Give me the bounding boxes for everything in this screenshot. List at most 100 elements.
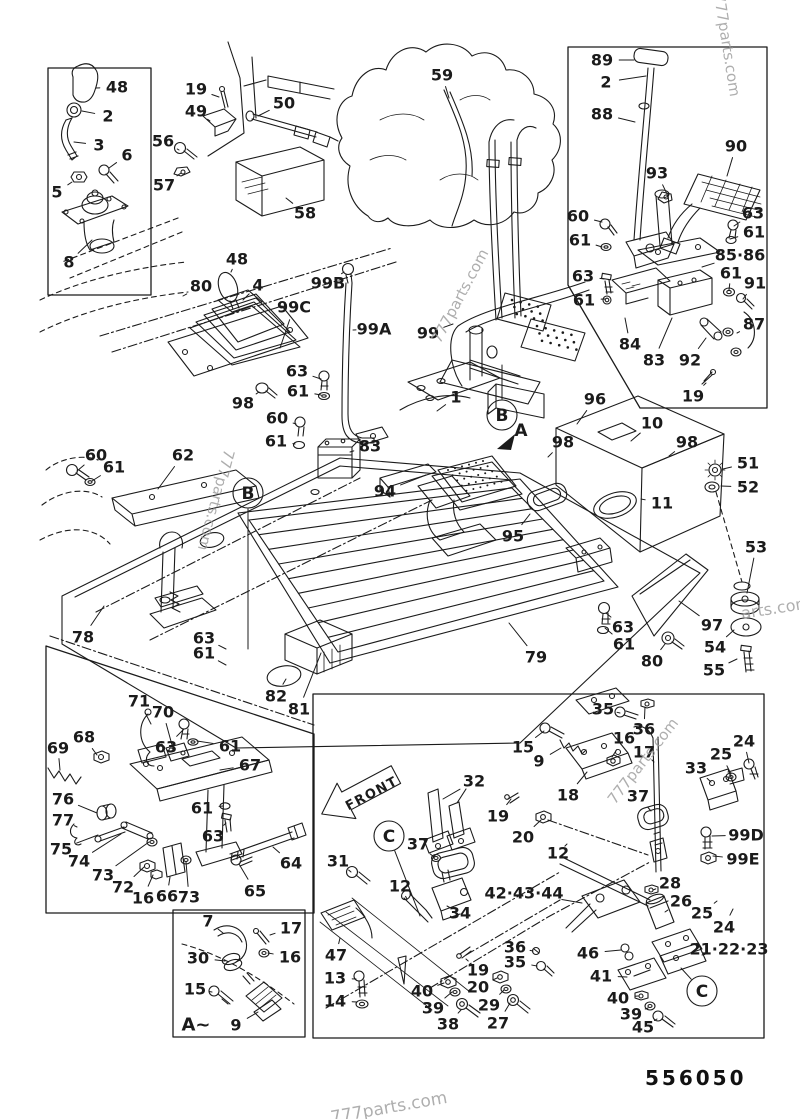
callout-label: 61 — [265, 432, 287, 451]
floor-slat — [288, 528, 554, 580]
callout-label: 42·43·44 — [485, 884, 564, 903]
leader-line — [147, 874, 154, 887]
leader-line — [576, 410, 588, 425]
leader-line — [272, 846, 281, 854]
watermark-text: 777parts.com — [329, 1088, 449, 1119]
callout-label: 60 — [567, 207, 589, 226]
leader-line — [242, 293, 250, 301]
callout-label: 33 — [685, 759, 707, 778]
leader-line — [196, 740, 214, 744]
tread-dot — [510, 298, 514, 302]
valve-detail-drawing — [181, 925, 295, 1022]
tread-dot — [572, 340, 576, 344]
tread-dot — [456, 479, 459, 482]
leader-line — [576, 771, 588, 785]
leader-line — [219, 767, 234, 771]
control-linkage-detail-drawing — [319, 687, 759, 1028]
callout-label: 55 — [703, 661, 725, 680]
callout-label: 40 — [607, 989, 629, 1008]
callout-label: 84 — [619, 335, 641, 354]
callout-label: 99A — [357, 320, 392, 339]
tread-dot — [538, 312, 542, 315]
callout-label: 2 — [600, 73, 611, 92]
callout-label: 9 — [230, 1016, 241, 1035]
callout-label: 62 — [172, 446, 194, 465]
leader-line — [182, 293, 188, 297]
leader-line — [616, 711, 621, 714]
detail-box — [47, 67, 152, 296]
leader-line — [725, 629, 735, 638]
grip-detail-drawing — [60, 63, 129, 254]
leader-line — [662, 184, 668, 195]
leader-line — [729, 236, 739, 240]
leader-line — [292, 422, 297, 425]
tread-dot — [488, 477, 491, 480]
callout-label: 46 — [577, 944, 599, 963]
callout-label: 63 — [193, 629, 215, 648]
callout-label: 59 — [431, 66, 453, 85]
leader-line — [405, 895, 408, 900]
floor-slat — [278, 518, 544, 565]
callout-label: 29 — [478, 996, 500, 1015]
callout-label: 24 — [713, 918, 735, 937]
callout-label: 53 — [745, 538, 767, 557]
callout-label: 45 — [632, 1018, 654, 1037]
callout-label: 92 — [679, 351, 701, 370]
callout-label: 94 — [374, 482, 396, 501]
leader-line — [651, 759, 655, 763]
callout-label: 19 — [467, 961, 489, 980]
callout-label: 98 — [232, 394, 254, 413]
callout-label: 15 — [512, 738, 534, 757]
leader-line — [211, 94, 220, 98]
callout-label: 67 — [239, 756, 261, 775]
leader-line — [599, 277, 605, 280]
watermark-text: arts.com — [740, 593, 800, 623]
annotation-a: A — [514, 421, 528, 441]
callout-label: 99D — [728, 826, 764, 845]
tread-dot — [475, 461, 477, 464]
floor-slat — [307, 549, 574, 609]
floor-slat — [258, 497, 523, 536]
leader-line — [697, 337, 707, 349]
callout-label: 88 — [591, 105, 613, 124]
callout-label: 63 — [742, 204, 764, 223]
leader-line — [726, 765, 732, 775]
callout-label: 17 — [280, 919, 302, 938]
callout-label: 64 — [280, 854, 302, 873]
tread-dot — [544, 326, 547, 330]
callout-label: 97 — [701, 616, 723, 635]
tread-dot — [472, 488, 475, 490]
leader-line — [701, 953, 706, 956]
tread-dot — [479, 486, 482, 489]
floor-slat — [317, 559, 585, 624]
view-marker-circle — [373, 820, 405, 852]
leader-line — [230, 268, 233, 273]
leader-line — [144, 712, 152, 725]
callout-label: 63 — [572, 267, 594, 286]
tread-dot — [532, 317, 536, 320]
callout-label: 83 — [643, 351, 665, 370]
leader-line — [176, 728, 185, 737]
callout-label: 61 — [573, 291, 595, 310]
leader-line — [728, 658, 738, 664]
callout-label: 57 — [153, 176, 175, 195]
callout-label: 66 — [156, 887, 178, 906]
callout-label: 70 — [152, 703, 174, 722]
tread-dot — [495, 475, 498, 478]
leader-line — [73, 141, 87, 144]
tread-dot — [519, 300, 522, 304]
callout-label: 20 — [512, 828, 534, 847]
leader-line — [314, 393, 322, 396]
leader-line — [640, 498, 646, 501]
leader-line — [91, 748, 98, 756]
leader-line — [726, 157, 734, 177]
callout-label: 63 — [612, 618, 634, 637]
tread-dot — [486, 484, 489, 487]
callout-label: 30 — [187, 949, 209, 968]
callout-label: 12 — [389, 877, 411, 896]
tread-dot — [461, 465, 463, 468]
callout-label: 63 — [202, 827, 224, 846]
leader-line — [653, 1018, 658, 1021]
leader-line — [535, 730, 545, 738]
callout-label: 49 — [185, 102, 207, 121]
